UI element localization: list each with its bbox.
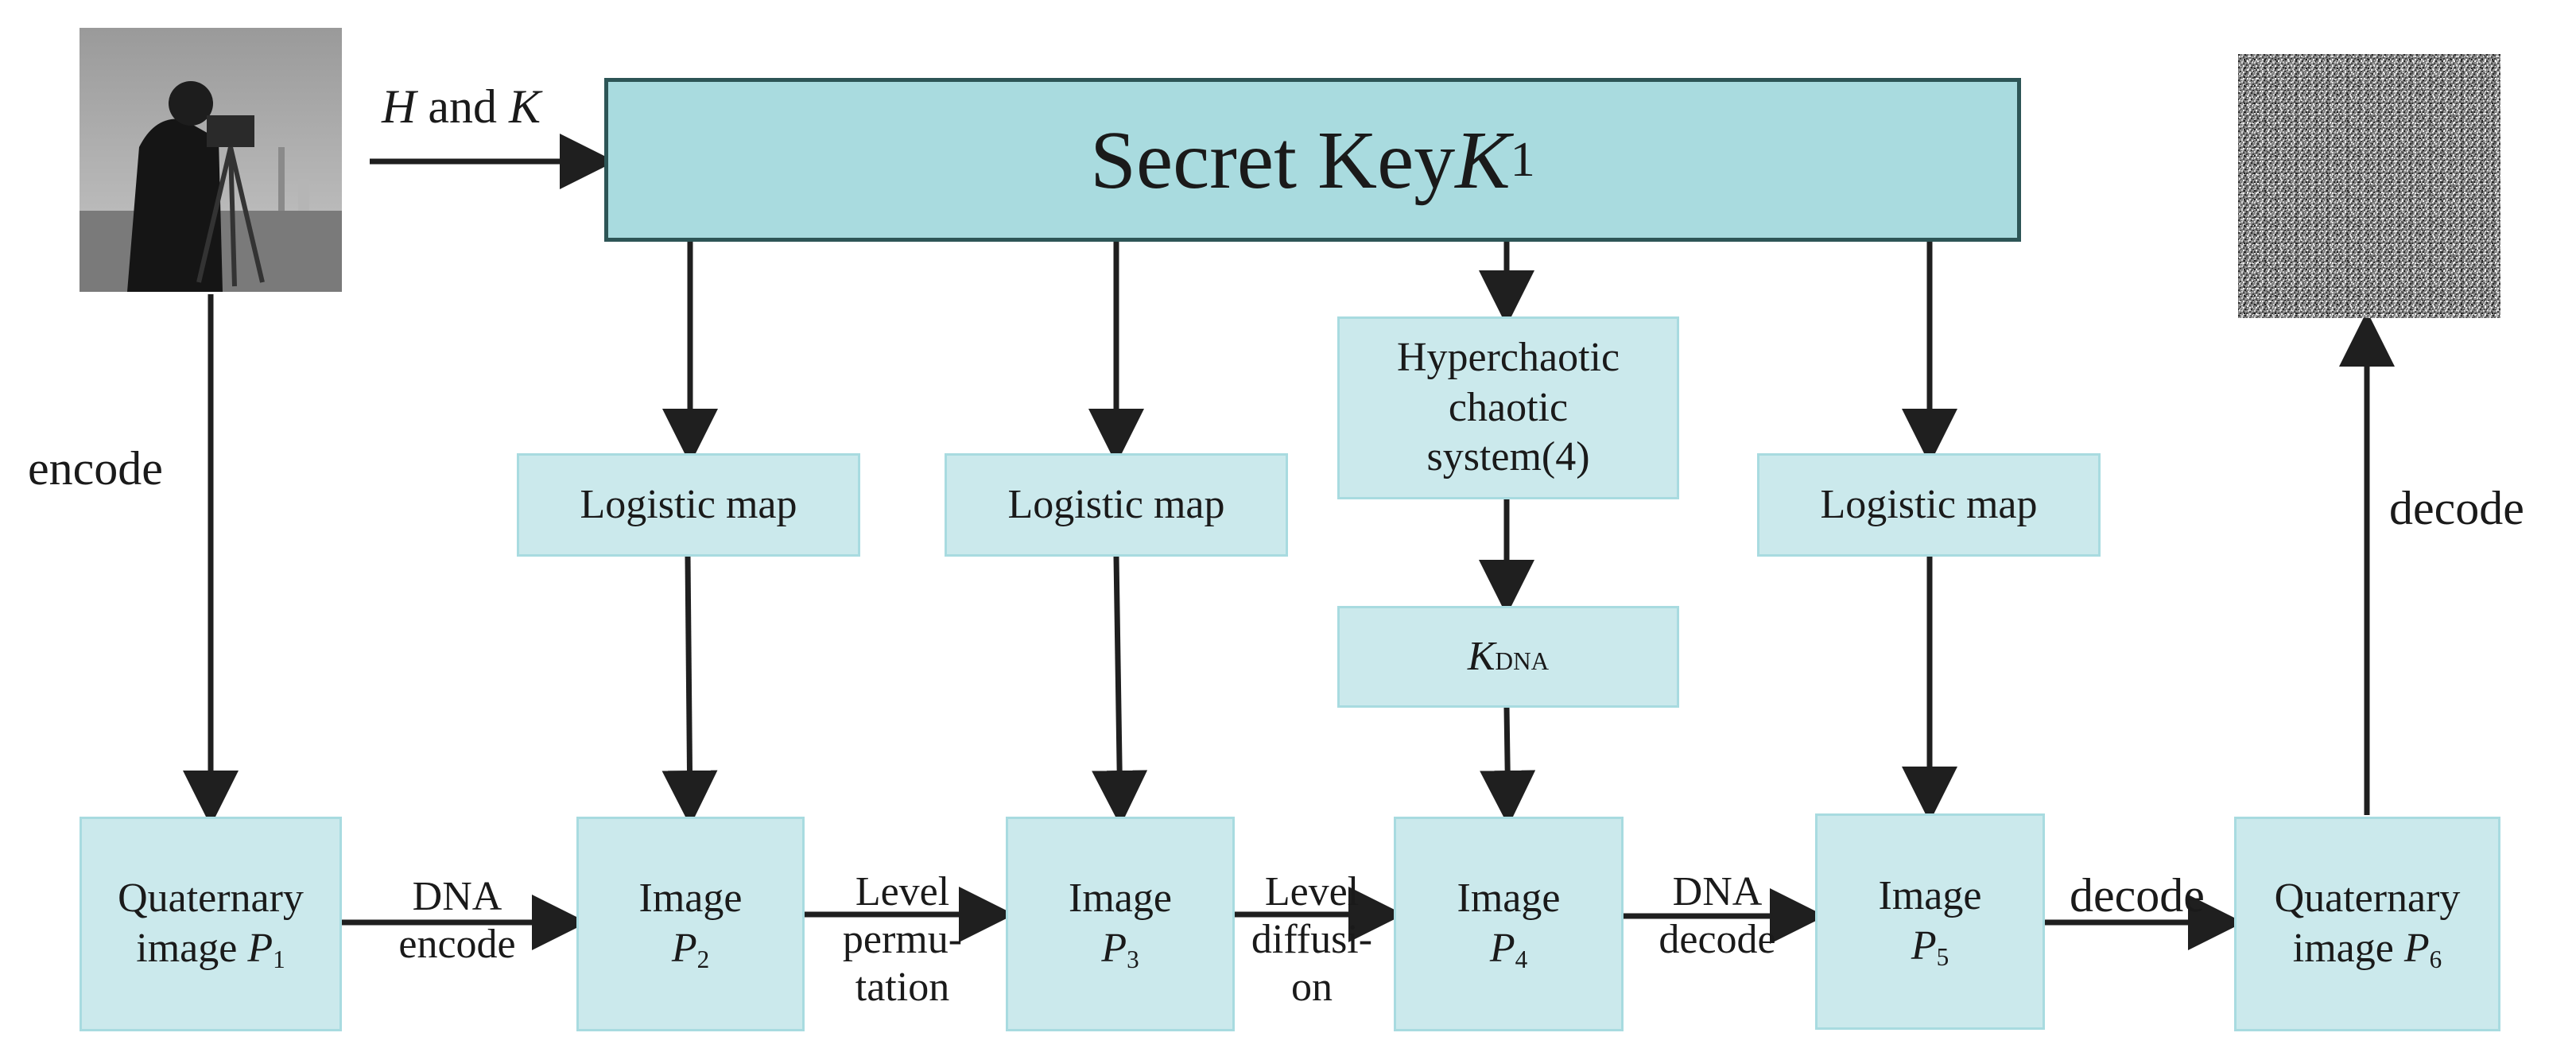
dna-decode-label: DNA decode bbox=[1658, 869, 1776, 962]
decode-label-bottom: decode bbox=[2070, 869, 2205, 922]
level-permutation-label: Level permu- tation bbox=[842, 869, 963, 1010]
cipher-image bbox=[2238, 54, 2500, 318]
stage-box-p1: Quaternary image P1 bbox=[80, 817, 342, 1031]
stage-box-p2: Image P2 bbox=[576, 817, 805, 1031]
stage-box-p5: Image P5 bbox=[1815, 813, 2045, 1030]
decode-label-right: decode bbox=[2389, 482, 2524, 534]
level-diffusion-label: Level diffusi- on bbox=[1251, 869, 1373, 1010]
logistic-map-box-3: Logistic map bbox=[1757, 453, 2101, 557]
stage-box-p4: Image P4 bbox=[1394, 817, 1624, 1031]
logistic-map-box-1: Logistic map bbox=[517, 453, 860, 557]
kdna-box: KDNA bbox=[1337, 606, 1679, 708]
input-image bbox=[80, 28, 342, 292]
encode-label: encode bbox=[28, 442, 163, 495]
stage-box-p3: Image P3 bbox=[1006, 817, 1235, 1031]
stage-box-p6: Quaternary image P6 bbox=[2234, 817, 2500, 1031]
cipher-noise-icon bbox=[2238, 54, 2500, 318]
input-photo-icon bbox=[80, 28, 342, 292]
input-label: H and K bbox=[382, 80, 541, 133]
hyperchaotic-system-box: Hyperchaotic chaotic system(4) bbox=[1337, 316, 1679, 499]
dna-encode-label: DNA encode bbox=[398, 874, 516, 967]
logistic-map-box-2: Logistic map bbox=[945, 453, 1288, 557]
